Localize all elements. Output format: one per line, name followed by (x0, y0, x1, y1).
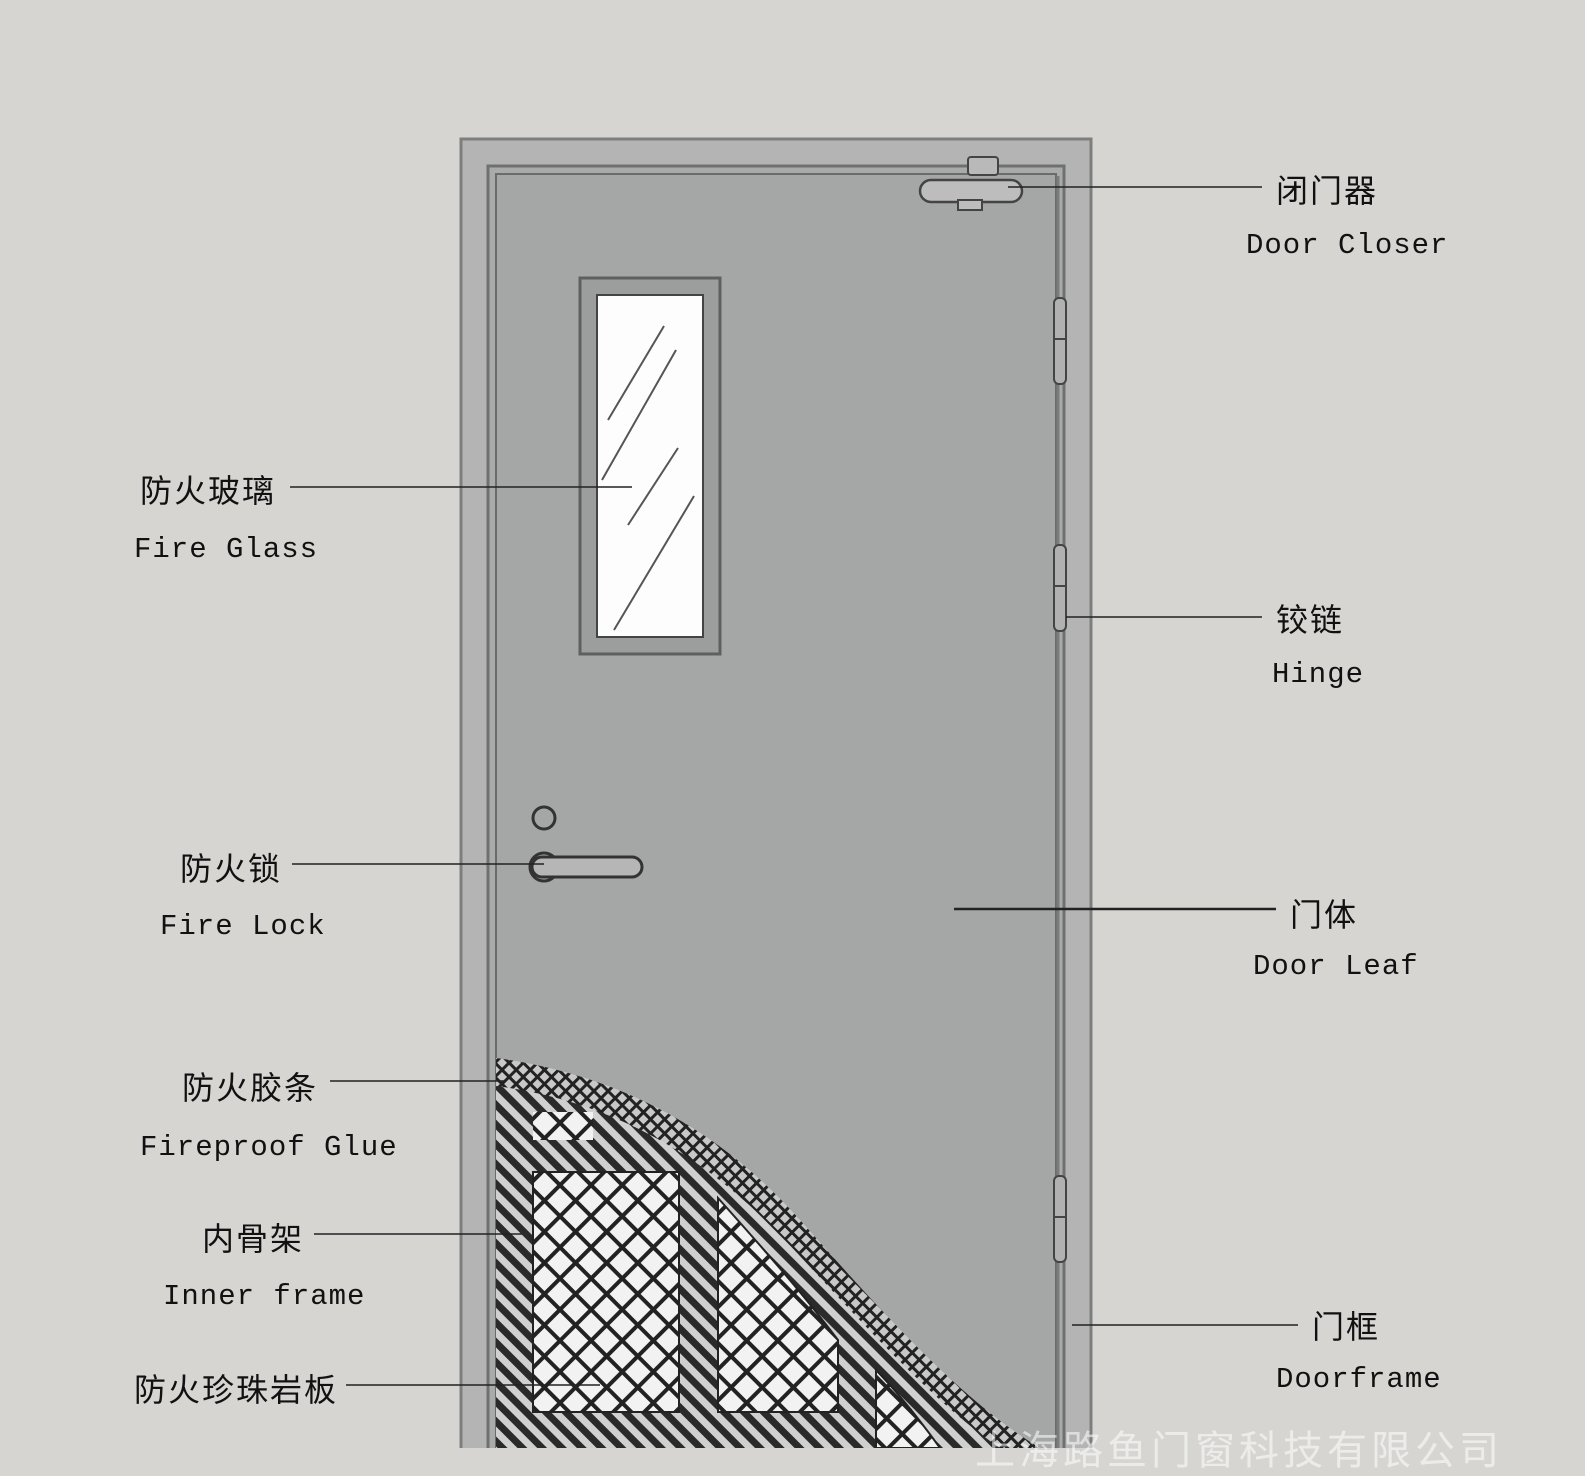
fire-lock (528, 805, 644, 883)
door-leaf-label-en: Door Leaf (1253, 950, 1419, 983)
fire-lock-label-en: Fire Lock (160, 910, 326, 943)
pearl-rock-board (532, 1171, 680, 1413)
fire-glass-label-en: Fire Glass (134, 533, 319, 566)
cutaway-section (496, 1058, 1040, 1448)
fireproof-glue-label-zh: 防火胶条 (182, 1069, 319, 1107)
fire-glass (578, 276, 722, 656)
inner-frame-panel (717, 1195, 839, 1413)
hinge-bottom (1053, 1175, 1067, 1263)
inner-frame-label-en: Inner frame (163, 1280, 366, 1313)
hinge-label-zh: 铰链 (1276, 601, 1345, 639)
door-leaf-label-zh: 门体 (1290, 896, 1359, 934)
fire-lock-label-zh: 防火锁 (180, 850, 283, 888)
inner-frame-label-zh: 内骨架 (202, 1220, 305, 1258)
pearl-rock-board-label-zh: 防火珍珠岩板 (134, 1371, 339, 1409)
watermark: 上海路鱼门窗科技有限公司 (975, 1428, 1503, 1474)
hinge-top (1053, 297, 1067, 385)
door-closer-label-zh: 闭门器 (1276, 172, 1379, 210)
hinge-middle (1053, 544, 1067, 632)
doorframe-label-en: Doorframe (1276, 1363, 1442, 1396)
hinge-label-en: Hinge (1272, 658, 1365, 691)
leader-lines (290, 186, 1298, 1386)
fireproof-glue-label-en: Fireproof Glue (140, 1131, 398, 1164)
door-closer-label-en: Door Closer (1246, 229, 1449, 262)
door-closer (918, 156, 1024, 211)
doorframe-label-zh: 门框 (1312, 1308, 1381, 1346)
fire-glass-label-zh: 防火玻璃 (140, 472, 277, 510)
